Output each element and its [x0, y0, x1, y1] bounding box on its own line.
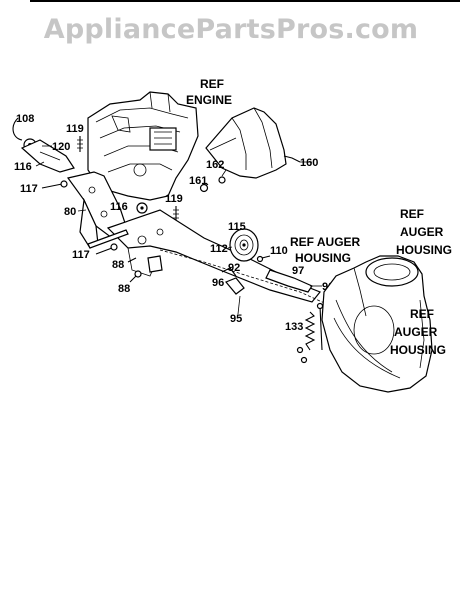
- part-number-117-upper: 117: [20, 183, 38, 195]
- part-number-108: 108: [16, 113, 34, 125]
- part-number-95: 95: [230, 313, 242, 325]
- ref-auger-housing-label-top: REF: [400, 207, 424, 221]
- part-number-161: 161: [189, 175, 207, 187]
- part-number-116-lower: 116: [110, 201, 128, 213]
- ref-engine-label: REF: [200, 77, 224, 91]
- part-number-119-lower: 119: [165, 193, 183, 205]
- ref-auger-housing-label-top-2: AUGER: [400, 225, 444, 239]
- ref-auger-housing-label-bottom: REF: [410, 307, 434, 321]
- part-number-115: 115: [228, 221, 246, 233]
- drive-pulley-drawing: [229, 228, 259, 262]
- part-number-120: 120: [52, 141, 70, 153]
- part-number-97: 97: [292, 265, 304, 277]
- ref-auger-housing-label-middle-2: HOUSING: [295, 251, 351, 265]
- part-number-112: 112: [210, 243, 228, 255]
- part-number-88-upper: 88: [112, 259, 124, 271]
- ref-auger-housing-label-top-3: HOUSING: [396, 243, 452, 257]
- part-number-119-upper: 119: [66, 123, 84, 135]
- ref-auger-housing-label-bottom-2: AUGER: [394, 325, 438, 339]
- watermark: AppliancePartsPros.com: [43, 14, 419, 45]
- part-number-117-lower: 117: [72, 249, 90, 261]
- ref-auger-housing-label-bottom-3: HOUSING: [390, 343, 446, 357]
- top-rule: [30, 0, 460, 2]
- ref-auger-housing-label-middle: REF AUGER: [290, 235, 361, 249]
- belt-cover-drawing: [205, 107, 301, 179]
- part-number-92: 92: [228, 262, 240, 274]
- ref-engine-label-2: ENGINE: [186, 93, 232, 107]
- part-number-133: 133: [285, 321, 303, 333]
- part-number-116-upper: 116: [14, 161, 32, 173]
- part-number-88-lower: 88: [118, 283, 130, 295]
- part-number-160: 160: [300, 157, 318, 169]
- engine-drawing: [87, 91, 199, 201]
- part-number-96: 96: [212, 277, 224, 289]
- part-number-80: 80: [64, 206, 76, 218]
- auger-housing-drawing: [321, 255, 433, 393]
- part-number-162: 162: [206, 159, 224, 171]
- part-number-110: 110: [270, 245, 288, 257]
